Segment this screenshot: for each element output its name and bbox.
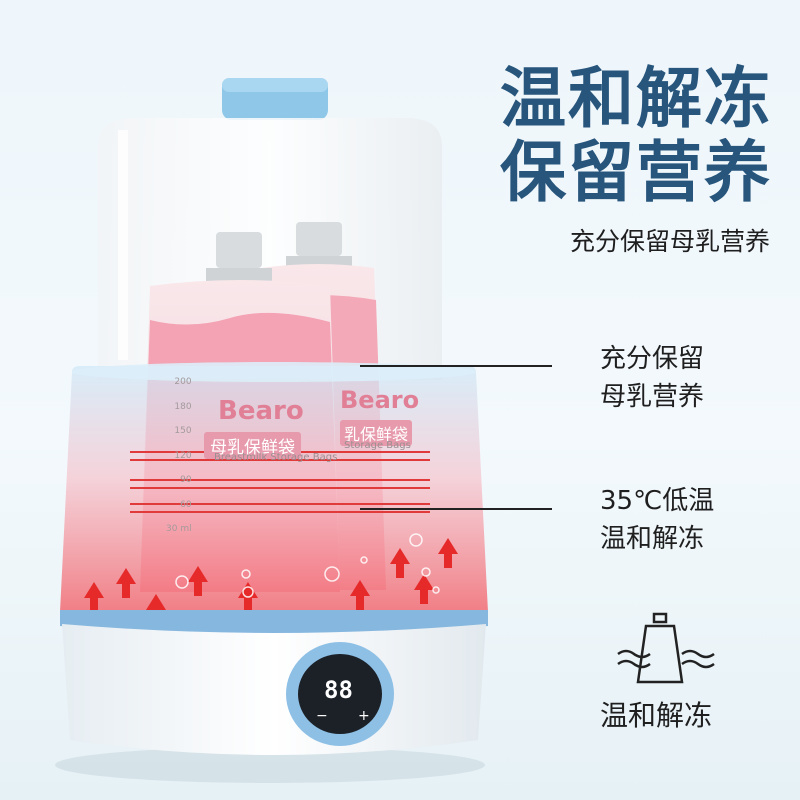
brand-back: Bearo: [340, 386, 420, 414]
headline-line-1: 温和解冻: [500, 60, 772, 137]
display-digits: 88: [324, 676, 353, 704]
graduation-scale: 200 180 150 120 90 60 30 ml: [166, 370, 192, 542]
graduation-180: 180: [174, 401, 192, 412]
bag-label-back: 乳保鲜袋: [340, 420, 413, 446]
feature-label: 温和解冻: [600, 699, 713, 732]
callout-1-line-2: 母乳营养: [600, 382, 705, 412]
thaw-bag-icon: [617, 612, 715, 684]
bag-label-front: 母乳保鲜袋: [204, 432, 301, 459]
graduation-120: 120: [174, 450, 192, 461]
graduation-60: 60: [180, 499, 192, 510]
leader-line-1: [360, 365, 552, 367]
bag-label-en-back: Storage Bags: [344, 440, 411, 451]
headline-line-2: 保留营养: [500, 134, 772, 211]
plus-button[interactable]: +: [358, 708, 370, 724]
callout-2-line-2: 温和解冻: [600, 524, 705, 554]
callout-1: 充分保留 母乳营养: [600, 340, 704, 416]
callout-2-line-1: 35℃低温: [600, 486, 715, 516]
brand-front: Bearo: [218, 396, 304, 426]
graduation-90: 90: [180, 475, 192, 485]
graduation-200: 200: [174, 377, 192, 387]
callout-2: 35℃低温 温和解冻: [600, 482, 714, 558]
bag-label-en-front: Breastmilk Storage Bags: [214, 452, 338, 463]
base: [62, 624, 486, 755]
minus-button[interactable]: −: [316, 708, 328, 724]
callout-1-line-1: 充分保留: [600, 344, 705, 374]
leader-line-2: [360, 508, 552, 510]
graduation-30: 30 ml: [166, 524, 192, 534]
bubbles: [175, 533, 440, 598]
control-panel-screen: [298, 654, 382, 734]
graduation-150: 150: [174, 426, 192, 436]
subtitle: 充分保留母乳营养: [569, 227, 770, 256]
